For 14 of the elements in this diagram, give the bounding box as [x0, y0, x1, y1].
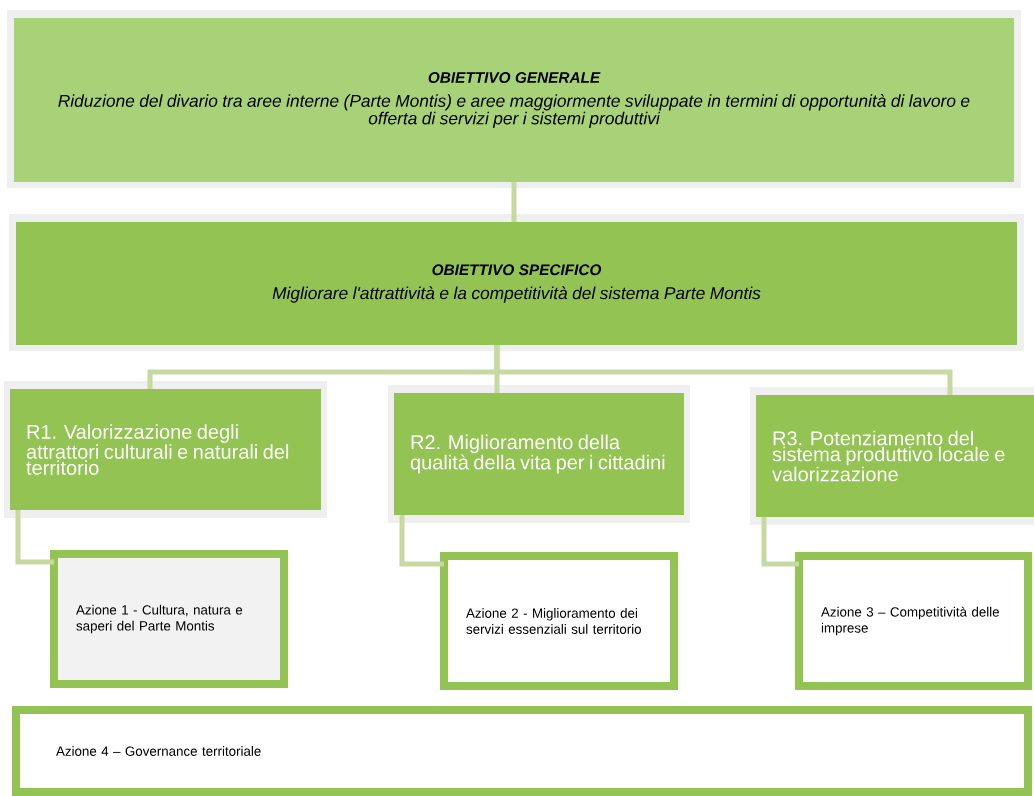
connector-line [761, 517, 799, 567]
connector-line [494, 345, 953, 395]
objective-box: OBIETTIVO GENERALE Riduzione del divario tra aree interne (Parte Montis) e aree maggiormente sviluppate in termini di opportunità di lavoro e offerta di servizi per i sistemi produttivi [7, 10, 1021, 188]
action-box: Azione 2 - Miglioramento dei servizi essenziali sul territorio [440, 552, 678, 690]
action-box: Azione 4 – Governance territoriale [12, 706, 1032, 796]
action-box: Azione 1 - Cultura, natura e saperi del Parte Montis [50, 550, 288, 688]
action-box: Azione 3 – Competitività delle imprese [795, 552, 1032, 690]
connector-line [511, 182, 517, 222]
connector-line [399, 515, 444, 567]
connector-line [15, 510, 54, 565]
objective-box: OBIETTIVO SPECIFICO Migliorare l'attrattività e la competitività del sistema Parte Montis [9, 214, 1024, 351]
result-box: R2. Miglioramento della qualità della vita per i cittadini [388, 385, 690, 523]
result-box: R3. Potenziamento del sistema produttivo locale e valorizzazione [750, 387, 1034, 525]
result-box: R1. Valorizzazione degli attrattori culturali e naturali del territorio [4, 381, 327, 518]
